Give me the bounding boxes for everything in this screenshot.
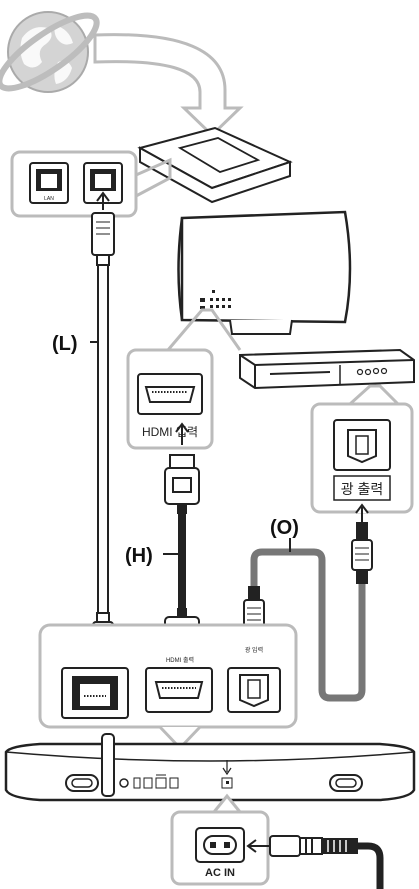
tv-hdmi-label: HDMI 입력 xyxy=(142,425,198,439)
tv-hdmi-callout: HDMI 입력 xyxy=(126,308,242,450)
power-cable xyxy=(246,835,384,889)
soundbar-device xyxy=(4,733,416,802)
hdmi-cable-label: (H) xyxy=(125,545,153,567)
ac-power-callout: AC IN xyxy=(170,793,270,886)
soundbar-optical-label: 광 입력 xyxy=(245,646,263,654)
router-device xyxy=(137,126,293,204)
lan-port-label: LAN xyxy=(44,196,54,202)
ac-in-label: AC IN xyxy=(205,867,235,879)
lan-cable-label: (L) xyxy=(52,333,78,355)
lan-cable xyxy=(91,212,115,672)
internet-globe-icon xyxy=(0,11,100,93)
tv-device xyxy=(177,210,352,335)
soundbar-ports-callout: HDMI 출력 광 입력 xyxy=(38,623,298,751)
soundbar-hdmi-label: HDMI 출력 xyxy=(166,656,194,664)
player-optical-callout: 광 출력 xyxy=(310,384,414,514)
optical-cable-label: (O) xyxy=(270,517,299,539)
internet-arrow xyxy=(93,33,244,138)
player-optical-label: 광 출력 xyxy=(341,481,384,497)
player-device xyxy=(239,348,415,390)
router-port-callout: LAN xyxy=(10,150,172,218)
